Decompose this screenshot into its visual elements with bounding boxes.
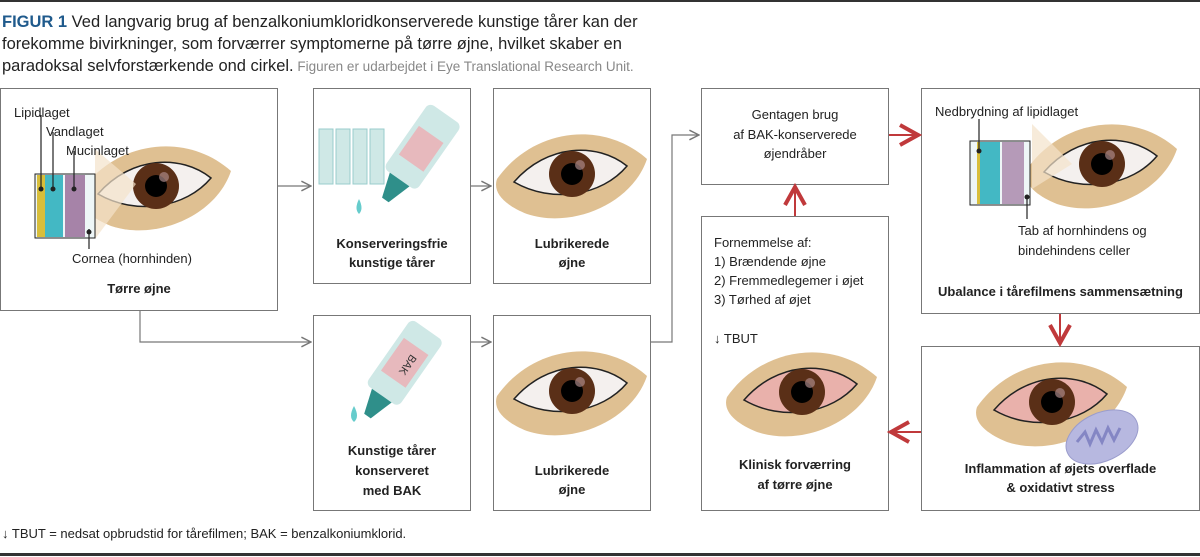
- box-title-line1: Lubrikerede: [534, 463, 610, 478]
- label-lipid-breakdown: Nedbrydning af lipidlaget: [935, 104, 1079, 119]
- label-mucin-layer: Mucinlaget: [66, 143, 129, 158]
- tear-film-eye-illustration: [34, 115, 232, 249]
- symptom-item: 1) Brændende øjne: [714, 254, 827, 269]
- top-rule: [0, 0, 1200, 2]
- figure-label: FIGUR 1: [2, 13, 68, 31]
- box-repeated-use: Gentagen brug af BAK-konserverede øjendr…: [701, 88, 889, 185]
- text-line1: Gentagen brug: [751, 107, 839, 122]
- footnote: ↓ TBUT = nedsat opbrudstid for tårefilme…: [2, 526, 407, 541]
- box-title-line2: & oxidativt stress: [1006, 480, 1115, 495]
- box-title-line1: Lubrikerede: [534, 236, 610, 251]
- box-title-line2: kunstige tårer: [349, 255, 435, 270]
- box-bak-tears: BAK Kunstige tårer konserveret med BAK: [313, 315, 471, 511]
- text-line3: øjendråber: [763, 146, 827, 161]
- label-cell-loss-line1: Tab af hornhindens og: [1018, 223, 1147, 238]
- box-title-line1: Klinisk forværring: [739, 457, 851, 472]
- box-title-line1: Konserveringsfrie: [336, 236, 448, 251]
- box-title-line1: Kunstige tårer: [347, 443, 437, 458]
- box-title-line2: af tørre øjne: [757, 477, 833, 492]
- symptom-item: 2) Fremmedlegemer i øjet: [714, 273, 864, 288]
- label-cell-loss-line2: bindehindens celler: [1018, 243, 1131, 258]
- box-title-line1: Inflammation af øjets overflade: [964, 461, 1157, 476]
- label-water-layer: Vandlaget: [46, 124, 104, 139]
- figure-caption: FIGUR 1 Ved langvarig brug af benzalkoni…: [2, 11, 702, 78]
- bottom-rule: [0, 553, 1200, 556]
- box-preservative-free: Konserveringsfrie kunstige tårer: [313, 88, 471, 284]
- box-title: Ubalance i tårefilmens sammensætning: [938, 284, 1183, 299]
- box-clinical-worsening: Fornemmelse af: 1) Brændende øjne 2) Fre…: [701, 216, 889, 511]
- box-title-line2: øjne: [558, 255, 586, 270]
- box-title-line2: konserveret: [355, 463, 429, 478]
- caption-text: Ved langvarig brug af benzalkoniumklorid…: [2, 13, 638, 75]
- caption-credit: Figuren er udarbejdet i Eye Translationa…: [293, 59, 634, 74]
- box-title: Tørre øjne: [107, 281, 171, 296]
- arrow-dry-to-bak: [139, 311, 311, 342]
- symptom-intro: Fornemmelse af:: [714, 235, 812, 250]
- arrow-lubricated-to-repeat: [651, 135, 699, 343]
- label-cornea: Cornea (hornhinden): [72, 251, 192, 266]
- bak-bottle-illustration: BAK: [351, 320, 442, 422]
- symptom-item: 3) Tørhed af øjet: [714, 292, 811, 307]
- single-dose-vials-illustration: [318, 104, 460, 214]
- damaged-tear-film-illustration: [969, 119, 1178, 219]
- text-line2: af BAK-konserverede: [733, 127, 857, 142]
- box-tear-film-imbalance: Nedbrydning af lipidlaget Tab af hornhin…: [921, 88, 1200, 314]
- box-dry-eyes: Lipidlaget Vandlaget Mucinlaget Cornea (…: [0, 88, 278, 311]
- inflamed-eye-mitochondria-illustration: [975, 361, 1139, 465]
- label-lipid-layer: Lipidlaget: [14, 105, 70, 120]
- box-title-line2: øjne: [558, 482, 586, 497]
- box-inflammation: Inflammation af øjets overflade & oxidat…: [921, 346, 1200, 511]
- box-lubricated-eyes-1: Lubrikerede øjne: [493, 88, 651, 284]
- box-lubricated-eyes-2: Lubrikerede øjne: [493, 315, 651, 511]
- tbut-label: ↓ TBUT: [714, 331, 758, 346]
- box-title-line3: med BAK: [362, 483, 422, 498]
